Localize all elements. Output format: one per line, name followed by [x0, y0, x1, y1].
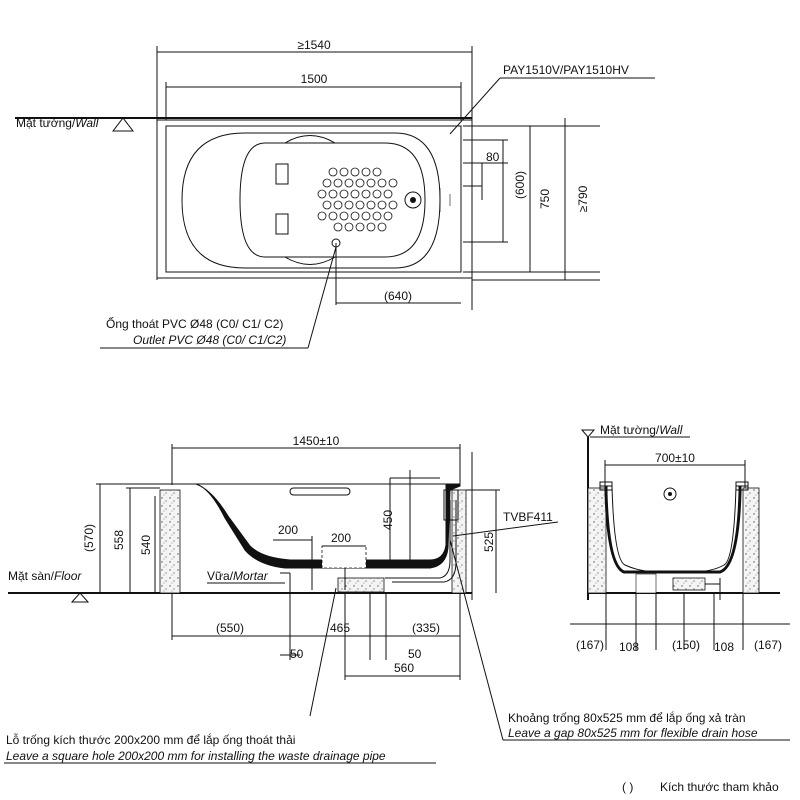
anti-slip-dot — [333, 200, 343, 210]
anti-slip-dot — [339, 189, 349, 199]
anti-slip-dot — [344, 178, 354, 188]
anti-slip-dot — [322, 200, 332, 210]
anti-slip-dot — [372, 211, 382, 221]
dim-150: (150) — [672, 638, 700, 652]
wall-label: Mặt tường/Wall — [16, 116, 99, 130]
anti-slip-dot — [350, 189, 360, 199]
anti-slip-dot — [317, 189, 327, 199]
side-view: 1450±10 Mặt sàn/Floor Vữa/Mortar (570) 5… — [8, 434, 559, 741]
dim-570: (570) — [82, 524, 96, 552]
dim-200-b: 200 — [331, 531, 351, 545]
dim-108-b: 108 — [714, 640, 734, 654]
dim-end-width: 700±10 — [655, 451, 695, 465]
anti-slip-dot — [344, 222, 354, 232]
anti-slip-dot — [361, 189, 371, 199]
dim-50-a: 50 — [290, 647, 304, 661]
dim-drain-offset: 80 — [486, 150, 500, 164]
basin-outline — [181, 132, 441, 269]
anti-slip-dot — [361, 167, 371, 177]
legend-text-vi: Kích thước tham khảo — [660, 780, 779, 794]
dim-108-a: 108 — [619, 640, 639, 654]
bath-outline — [156, 119, 473, 279]
dim-465: 465 — [330, 621, 350, 635]
anti-slip-dot — [377, 222, 387, 232]
dim-525: 525 — [482, 532, 496, 552]
anti-slip-dot — [328, 189, 338, 199]
anti-slip-dot — [372, 167, 382, 177]
dim-depth: 750 — [538, 189, 552, 209]
dim-550: (550) — [216, 621, 244, 635]
dim-length: 1450±10 — [293, 434, 340, 448]
anti-slip-dot — [355, 178, 365, 188]
outlet-label-en: Outlet PVC Ø48 (C0/ C1/C2) — [133, 333, 286, 347]
dim-width: 1500 — [301, 72, 328, 86]
dim-total-width: ≥1540 — [297, 38, 331, 52]
hole-note-vi: Lỗ trống kích thước 200x200 mm để lắp ốn… — [6, 732, 295, 747]
anti-slip-dot — [350, 211, 360, 221]
anti-slip-dot — [372, 189, 382, 199]
anti-slip-dot — [383, 211, 393, 221]
dim-540: 540 — [139, 535, 153, 555]
end-view: Mặt tường/Wall 700±10 (167) 108 (150) 10… — [570, 423, 790, 654]
anti-slip-dot — [366, 178, 376, 188]
mortar-label: Vữa/Mortar — [207, 569, 269, 583]
anti-slip-dot — [355, 200, 365, 210]
dim-drain-x: (640) — [384, 289, 412, 303]
anti-slip-dot — [339, 211, 349, 221]
anti-slip-dot — [361, 211, 371, 221]
dim-560: 560 — [394, 661, 414, 675]
notes: Lỗ trống kích thước 200x200 mm để lắp ốn… — [4, 710, 790, 794]
dim-depth-inner: (600) — [513, 171, 527, 199]
dim-200-a: 200 — [278, 523, 298, 537]
model-label: PAY1510V/PAY1510HV — [503, 63, 629, 77]
dim-167-b: (167) — [754, 638, 782, 652]
dim-450: 450 — [381, 510, 395, 530]
anti-slip-dot — [317, 211, 327, 221]
dim-50-b: 50 — [408, 647, 422, 661]
drain-model: TVBF411 — [503, 510, 553, 524]
dim-558: 558 — [112, 530, 126, 550]
anti-slip-dots — [317, 167, 398, 232]
outlet-label-vi: Ống thoát PVC Ø48 (C0/ C1/ C2) — [106, 316, 283, 331]
anti-slip-dot — [322, 178, 332, 188]
dim-depth-total: ≥790 — [576, 185, 590, 212]
gap-note-vi: Khoảng trống 80x525 mm để lắp ống xả trà… — [508, 710, 746, 725]
anti-slip-dot — [377, 200, 387, 210]
anti-slip-dot — [366, 222, 376, 232]
anti-slip-dot — [377, 178, 387, 188]
anti-slip-dot — [388, 200, 398, 210]
overflow-icon — [404, 191, 422, 209]
anti-slip-dot — [355, 222, 365, 232]
hole-note-en: Leave a square hole 200x200 mm for insta… — [6, 749, 386, 763]
end-overflow-icon — [663, 487, 677, 501]
top-view: ≥1540 1500 Mặt tường/Wall 750 — [15, 38, 655, 349]
anti-slip-dot — [339, 167, 349, 177]
anti-slip-dot — [328, 211, 338, 221]
gap-note-en: Leave a gap 80x525 mm for flexible drain… — [508, 726, 758, 740]
anti-slip-dot — [350, 167, 360, 177]
floor-label: Mặt sàn/Floor — [8, 569, 82, 583]
anti-slip-dot — [333, 178, 343, 188]
legend-paren: ( ) — [622, 780, 633, 794]
anti-slip-dot — [388, 178, 398, 188]
anti-slip-dot — [366, 200, 376, 210]
dim-167-a: (167) — [576, 638, 604, 652]
anti-slip-dot — [328, 167, 338, 177]
bath-profile — [172, 483, 461, 569]
anti-slip-dot — [344, 200, 354, 210]
dim-335: (335) — [412, 621, 440, 635]
anti-slip-dot — [333, 222, 343, 232]
end-wall-label: Mặt tường/Wall — [600, 423, 683, 437]
anti-slip-dot — [383, 189, 393, 199]
